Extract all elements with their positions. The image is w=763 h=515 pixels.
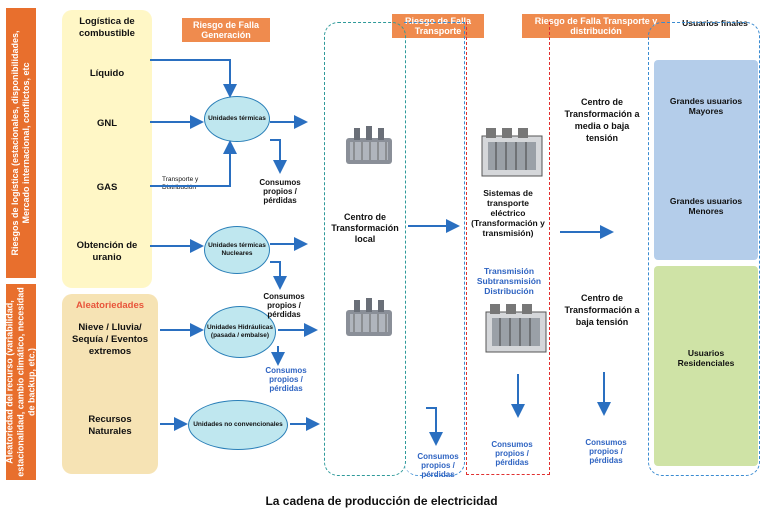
fuel-item-gas: GAS <box>96 182 118 193</box>
medium-low-transformation-center: Centro de Transformación a media o baja … <box>564 97 640 143</box>
residential-users-box <box>654 266 758 466</box>
consumption-hydro: Consumos propios / pérdidas <box>265 366 307 393</box>
residential-users: Usuarios Residenciales <box>677 348 735 368</box>
large-users-major: Grandes usuarios Mayores <box>669 96 743 116</box>
substation-icon-upper <box>481 128 543 177</box>
zone-transport-system <box>466 22 550 475</box>
randomness-item-resources: Recursos Naturales <box>88 414 132 437</box>
substation-icon-lower <box>485 304 547 353</box>
logistics-risk-bar: Riesgos de logística (estacionales, disp… <box>6 8 36 278</box>
randomness-title: Aleatoriedades <box>75 300 145 311</box>
header-generation-risk: Riesgo de Falla Generación <box>182 18 270 42</box>
consumption-thermal: Consumos propios / pérdidas <box>259 178 301 205</box>
arrow-transport-loss <box>426 407 443 446</box>
large-users-minor: Grandes usuarios Menores <box>669 196 743 216</box>
arrow-thermal-loss <box>270 139 287 174</box>
arrow-gas <box>150 140 237 187</box>
low-transformation-center: Centro de Transformación a baja tensión <box>564 293 640 327</box>
fuel-logistics-title: Logística de combustible <box>79 16 135 39</box>
transformer-icon-lower <box>346 298 392 336</box>
arrow-liquid <box>150 59 237 98</box>
header-distribution-risk: Riesgo de Falla Transporte y distribució… <box>522 14 670 38</box>
consumption-nuclear: Consumos propios / pérdidas <box>263 292 305 319</box>
header-end-users: Usuarios finales <box>682 18 748 28</box>
transmission-levels: Transmisión Subtransmisión Distribución <box>476 266 542 296</box>
arrow-nuclear-loss <box>270 261 287 290</box>
consumption-transport: Consumos propios / pérdidas <box>417 452 459 479</box>
zone-end-users <box>648 22 760 476</box>
randomness-panel <box>62 294 158 474</box>
unit-unconventional: Unidades no convencionales <box>188 400 288 450</box>
unit-nuclear: Unidades térmicas Nucleares <box>204 226 270 274</box>
transport-system-label: Sistemas de transporte eléctrico (Transf… <box>471 188 545 238</box>
fuel-item-liquid: Líquido <box>89 68 125 79</box>
large-users-box <box>654 60 758 260</box>
consumption-distribution: Consumos propios / pérdidas <box>585 438 627 465</box>
resource-risk-bar: Aleatoriedad del recurso (variabilidad, … <box>5 284 37 480</box>
zone-local-transformation <box>324 22 406 476</box>
transport-distribution-note: Transporte y Distribución <box>162 176 199 191</box>
consumption-transport-system: Consumos propios / pérdidas <box>491 440 533 467</box>
zone-transport <box>404 22 465 476</box>
local-transformation-center: Centro de Transformación local <box>331 212 399 244</box>
fuel-item-uranium: Obtención de uranio <box>76 240 138 263</box>
transformer-icon-upper <box>346 126 392 164</box>
diagram-caption: La cadena de producción de electricidad <box>265 494 498 508</box>
fuel-item-lng: GNL <box>96 118 118 129</box>
randomness-item-weather: Nieve / Lluvia/ Sequía / Eventos extremo… <box>71 322 149 357</box>
unit-hydro: Unidades Hidráulicas (pasada / embalse) <box>204 306 276 358</box>
unit-thermal: Unidades térmicas <box>204 96 270 142</box>
fuel-logistics-panel <box>62 10 152 288</box>
